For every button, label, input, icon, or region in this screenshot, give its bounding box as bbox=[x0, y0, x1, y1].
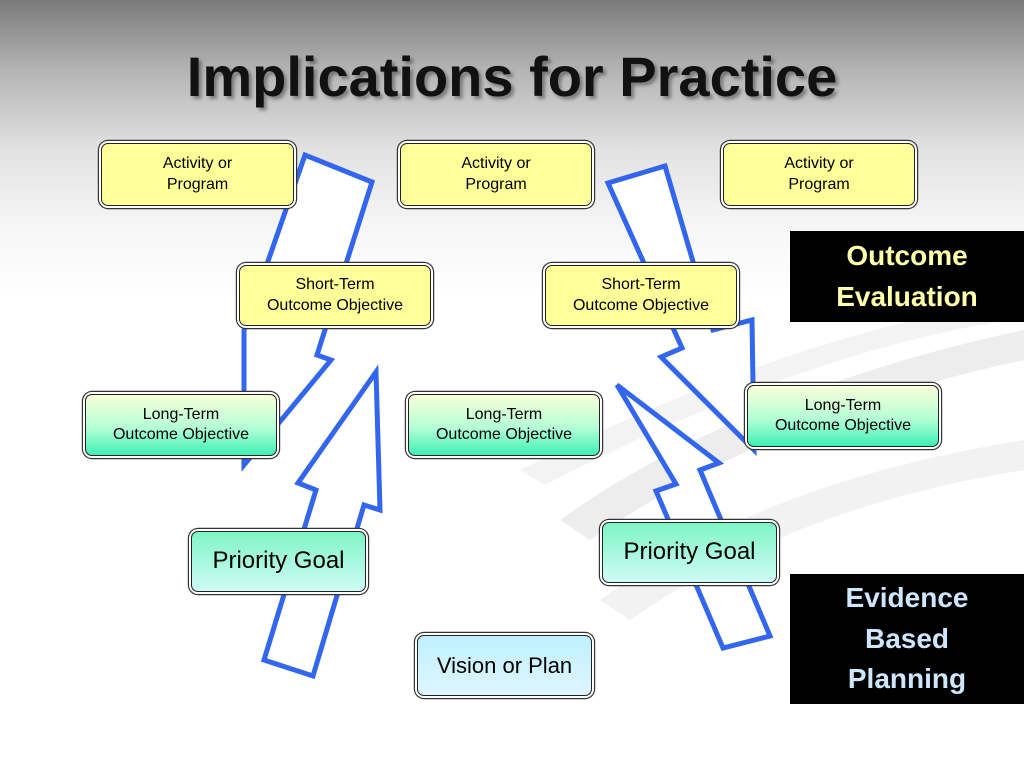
long-term-objective-right: Long-Term Outcome Objective bbox=[747, 385, 939, 447]
outcome-evaluation-label: Outcome Evaluation bbox=[790, 231, 1024, 322]
vision-or-plan: Vision or Plan bbox=[417, 635, 592, 696]
activity-right-line2: Program bbox=[788, 175, 850, 193]
evidence-line1: Evidence bbox=[845, 582, 969, 614]
priority-goal-left: Priority Goal bbox=[191, 531, 366, 592]
priority-goal-right-label: Priority Goal bbox=[623, 538, 756, 566]
outcome-evaluation-line1: Outcome bbox=[846, 239, 968, 271]
long-term-objective-center: Long-Term Outcome Objective bbox=[408, 394, 600, 456]
long-term-left-line1: Long-Term bbox=[142, 405, 220, 423]
short-term-left-line2: Outcome Objective bbox=[266, 296, 404, 314]
long-term-objective-left: Long-Term Outcome Objective bbox=[85, 394, 277, 456]
activity-program-center: Activity or Program bbox=[400, 143, 592, 206]
activity-center-line2: Program bbox=[465, 175, 527, 193]
long-term-right-line2: Outcome Objective bbox=[774, 417, 912, 434]
priority-goal-right: Priority Goal bbox=[602, 522, 777, 583]
long-term-center-line2: Outcome Objective bbox=[435, 426, 573, 443]
activity-program-left: Activity or Program bbox=[101, 143, 294, 206]
priority-goal-left-label: Priority Goal bbox=[212, 547, 345, 575]
evidence-line3: Planning bbox=[847, 663, 967, 695]
activity-center-line1: Activity or bbox=[461, 155, 531, 173]
long-term-left-line2: Outcome Objective bbox=[112, 426, 250, 443]
short-term-objective-left: Short-Term Outcome Objective bbox=[239, 265, 431, 326]
short-term-right-line2: Outcome Objective bbox=[572, 296, 710, 314]
activity-left-line2: Program bbox=[166, 175, 229, 193]
activity-program-right: Activity or Program bbox=[723, 143, 915, 206]
arrow-up-left-lower bbox=[260, 364, 383, 680]
long-term-right-line1: Long-Term bbox=[804, 396, 882, 414]
evidence-line2: Based bbox=[864, 622, 950, 654]
short-term-right-line1: Short-Term bbox=[601, 276, 681, 294]
evidence-based-planning-label: Evidence Based Planning bbox=[790, 574, 1024, 704]
short-term-left-line1: Short-Term bbox=[295, 276, 375, 294]
long-term-center-line1: Long-Term bbox=[465, 405, 543, 423]
outcome-evaluation-line2: Evaluation bbox=[836, 280, 978, 312]
slide-title: Implications for Practice bbox=[186, 45, 838, 108]
vision-label: Vision or Plan bbox=[436, 652, 573, 678]
activity-right-line1: Activity or bbox=[784, 155, 854, 173]
short-term-objective-right: Short-Term Outcome Objective bbox=[545, 265, 737, 326]
activity-left-line1: Activity or bbox=[162, 155, 233, 173]
